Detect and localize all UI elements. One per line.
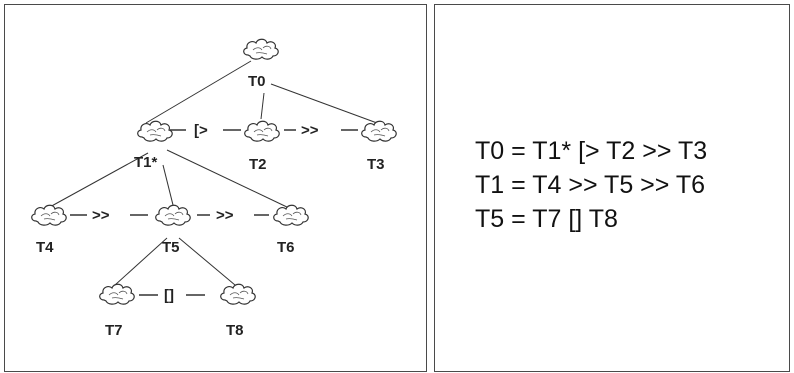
tree-edges	[47, 60, 378, 286]
cloud-icon	[244, 120, 280, 142]
cloud-icon	[273, 204, 309, 226]
operator-enable: >>	[92, 207, 110, 224]
equation-t5: T5 = T7 [] T8	[475, 205, 618, 234]
equation-lhs: T5	[475, 205, 505, 233]
tree-nodes	[31, 38, 397, 305]
edge-t5-t8	[178, 237, 236, 286]
edge-t0-t2	[260, 92, 265, 120]
cloud-icon	[243, 38, 279, 60]
node-label-t0: T0	[248, 73, 266, 90]
equals-sign: =	[511, 205, 533, 233]
equals-sign: =	[511, 171, 533, 199]
cloud-icon	[31, 204, 67, 226]
node-label-t6: T6	[277, 239, 295, 256]
cloud-icon	[361, 120, 397, 142]
node-label-t8: T8	[226, 322, 244, 339]
equation-lhs: T1	[475, 171, 505, 199]
cloud-icon	[155, 204, 191, 226]
node-label-t4: T4	[36, 239, 54, 256]
equation-t0: T0 = T1* [> T2 >> T3	[475, 137, 707, 166]
edge-t0-t1	[145, 60, 252, 124]
node-label-t2: T2	[249, 156, 267, 173]
operator-dashes	[70, 129, 358, 296]
node-label-t3: T3	[367, 156, 385, 173]
operator-enable: >>	[216, 207, 234, 224]
operator-choice: []	[164, 287, 174, 304]
operator-enable: >>	[301, 122, 319, 139]
task-tree-diagram: T0 T1* T2 T3 T4 T5 T6 T7 T8 [> >> >> >> …	[31, 38, 397, 339]
cloud-icon	[137, 120, 173, 142]
equals-sign: =	[511, 137, 533, 165]
operator-labels: [> >> >> >> []	[92, 122, 319, 304]
task-tree-panel: T0 T1* T2 T3 T4 T5 T6 T7 T8 [> >> >> >> …	[4, 4, 427, 372]
edge-t1-t6	[166, 149, 290, 209]
node-labels: T0 T1* T2 T3 T4 T5 T6 T7 T8	[36, 73, 385, 339]
edge-t5-t7	[114, 237, 168, 286]
cloud-icon	[220, 283, 256, 305]
edge-t0-t3	[270, 83, 378, 124]
node-label-t5: T5	[162, 239, 180, 256]
equation-rhs: T4 >> T5 >> T6	[532, 171, 706, 199]
cloud-icon	[99, 283, 135, 305]
equation-lhs: T0	[475, 137, 505, 165]
equations-panel: T0 = T1* [> T2 >> T3 T1 = T4 >> T5 >> T6…	[434, 4, 790, 372]
node-label-t1: T1*	[134, 154, 158, 171]
node-label-t7: T7	[105, 322, 123, 339]
operator-disable: [>	[194, 122, 208, 139]
equation-rhs: T7 [] T8	[532, 205, 618, 233]
equation-rhs: T1* [> T2 >> T3	[532, 137, 708, 165]
edge-t1-t5	[162, 164, 174, 206]
equation-t1: T1 = T4 >> T5 >> T6	[475, 171, 705, 200]
edge-t1-t4	[47, 152, 149, 209]
